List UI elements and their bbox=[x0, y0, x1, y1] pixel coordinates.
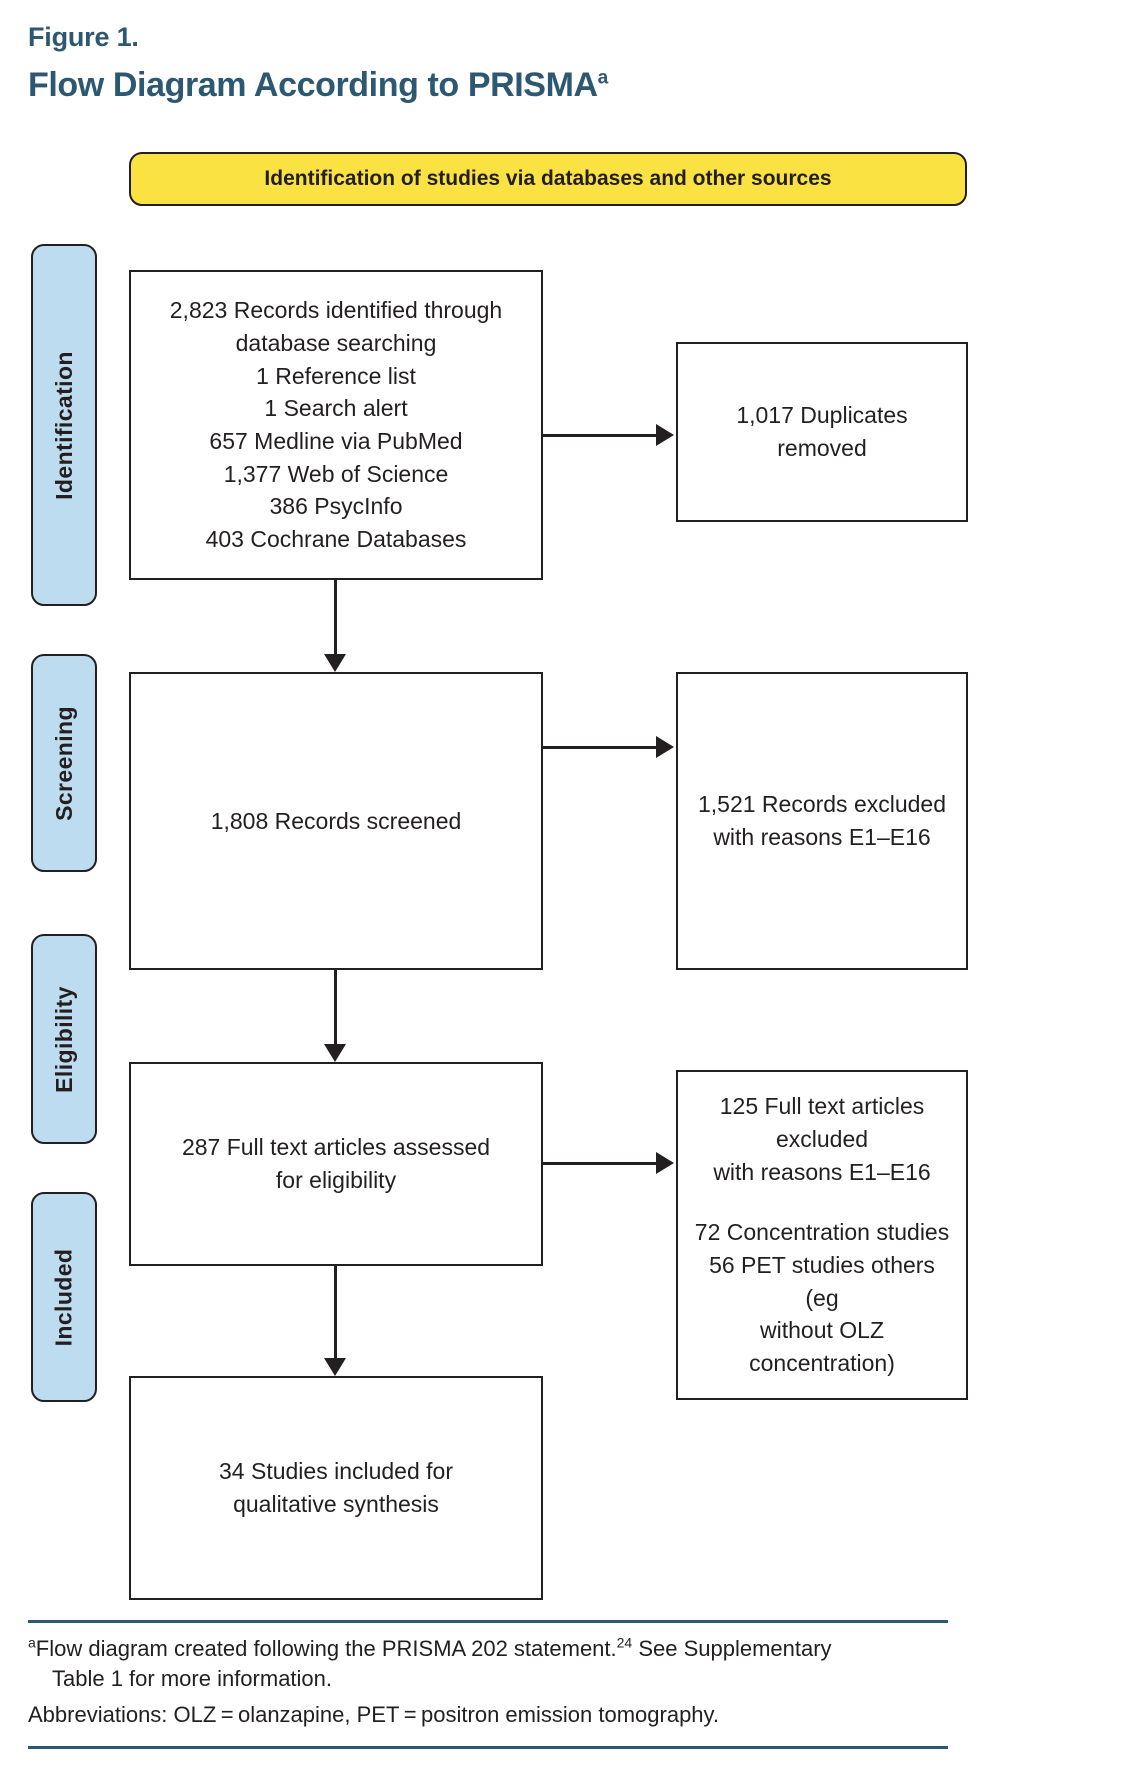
box-line: 34 Studies included for bbox=[219, 1458, 453, 1485]
box-line: 403 Cochrane Databases bbox=[205, 525, 467, 552]
arrowhead-down-included bbox=[324, 1358, 346, 1376]
box-records-identified: 2,823 Records identified through databas… bbox=[129, 270, 543, 580]
footnote-reference-number: 24 bbox=[616, 1634, 633, 1651]
box-fulltext-excluded: 125 Full text articles excluded with rea… bbox=[676, 1070, 968, 1400]
box-studies-included: 34 Studies included for qualitative synt… bbox=[129, 1376, 543, 1600]
box-line: 1 Reference list bbox=[256, 362, 416, 389]
connector-fulltext-to-included bbox=[334, 1266, 337, 1366]
footnote-text-cont: See Supplementary bbox=[632, 1636, 832, 1661]
box-line: database searching bbox=[235, 330, 437, 357]
connector-fulltext-to-excluded bbox=[543, 1162, 656, 1165]
box-line: 2,823 Records identified through bbox=[169, 297, 503, 324]
box-line: qualitative synthesis bbox=[233, 1491, 439, 1517]
connector-screened-to-fulltext bbox=[334, 970, 337, 1052]
arrowhead-right-duplicates bbox=[656, 424, 674, 446]
box-line: with reasons E1–E16 bbox=[713, 824, 931, 850]
box-line: 386 PsycInfo bbox=[269, 493, 403, 520]
identification-banner: Identification of studies via databases … bbox=[129, 152, 967, 206]
footnote-abbreviations: Abbreviations: OLZ = olanzapine, PET = p… bbox=[28, 1702, 720, 1727]
box-line: 657 Medline via PubMed bbox=[209, 428, 463, 454]
footnote-text: Flow diagram created following the PRISM… bbox=[35, 1636, 617, 1661]
footnote-prisma: aFlow diagram created following the PRIS… bbox=[28, 1634, 963, 1694]
box-line: 1,521 Records excluded bbox=[697, 791, 947, 818]
connector-identified-to-duplicates bbox=[543, 434, 656, 437]
box-line: 1,377 Web of Science bbox=[223, 460, 449, 487]
arrowhead-down-screened bbox=[324, 654, 346, 672]
footnote-divider-top bbox=[28, 1620, 948, 1623]
page-title: Flow Diagram According to PRISMAa bbox=[28, 66, 608, 105]
arrowhead-right-records-excluded bbox=[656, 736, 674, 758]
stage-label-screening: Screening bbox=[31, 654, 97, 872]
box-fulltext-assessed: 287 Full text articles assessed for elig… bbox=[129, 1062, 543, 1266]
box-line: with reasons E1–E16 bbox=[713, 1158, 931, 1185]
stage-label-identification: Identification bbox=[31, 244, 97, 606]
box-line: 1 Search alert bbox=[264, 395, 408, 422]
box-line: for eligibility bbox=[275, 1167, 397, 1193]
stage-label-included-text: Included bbox=[50, 1248, 77, 1346]
box-spacer bbox=[690, 1188, 954, 1216]
footnote-text-line2: Table 1 for more information. bbox=[52, 1665, 333, 1691]
box-line: 1,017 Duplicates removed bbox=[736, 402, 908, 461]
box-line: without OLZ concentration) bbox=[749, 1317, 895, 1376]
box-line: 1,808 Records screened bbox=[210, 807, 462, 834]
stage-label-included: Included bbox=[31, 1192, 97, 1402]
arrowhead-down-fulltext bbox=[324, 1044, 346, 1062]
box-records-screened: 1,808 Records screened bbox=[129, 672, 543, 970]
stage-label-eligibility: Eligibility bbox=[31, 934, 97, 1144]
stage-label-screening-text: Screening bbox=[50, 705, 77, 821]
figure-title-superscript: a bbox=[597, 67, 609, 89]
box-records-excluded: 1,521 Records excluded with reasons E1–E… bbox=[676, 672, 968, 970]
box-line: 72 Concentration studies bbox=[694, 1219, 950, 1246]
figure-label: Figure 1. bbox=[28, 22, 139, 52]
stage-label-identification-text: Identification bbox=[50, 350, 77, 500]
figure-title-text: Flow Diagram According to PRISMA bbox=[28, 66, 598, 104]
footnote-marker: a bbox=[28, 1634, 36, 1651]
box-duplicates-removed: 1,017 Duplicates removed bbox=[676, 342, 968, 522]
box-line: 287 Full text articles assessed bbox=[181, 1134, 491, 1161]
box-line: 56 PET studies others (eg bbox=[709, 1252, 935, 1311]
connector-screened-to-excluded bbox=[543, 746, 656, 749]
arrowhead-right-fulltext-excluded bbox=[656, 1152, 674, 1174]
footnote-divider-bottom bbox=[28, 1746, 948, 1749]
connector-identified-to-screened bbox=[334, 580, 337, 662]
box-line: 125 Full text articles excluded bbox=[719, 1093, 925, 1153]
stage-label-eligibility-text: Eligibility bbox=[50, 985, 77, 1093]
